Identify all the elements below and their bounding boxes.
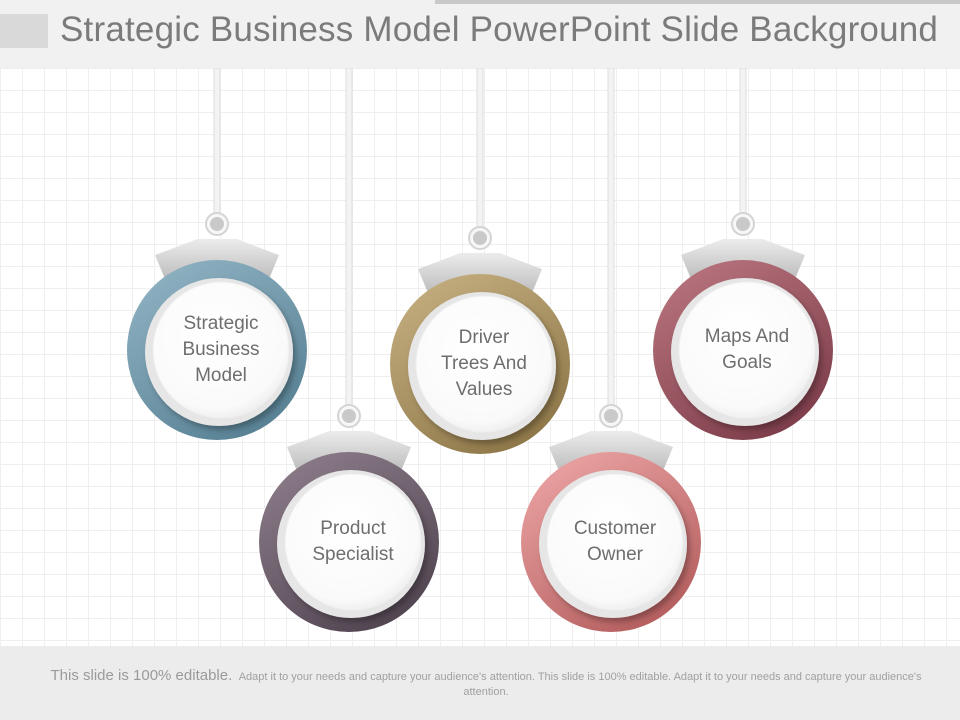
node-label-line: Product [320, 518, 386, 539]
node-label-line: Specialist [312, 544, 394, 565]
hook-ring-center [473, 231, 487, 245]
node-label-line: Model [195, 365, 247, 386]
hook-ring-center [604, 409, 618, 423]
hanging-string [739, 68, 747, 217]
slide-footer: This slide is 100% editable. Adapt it to… [0, 646, 960, 720]
ornament-inner-plate [678, 281, 816, 419]
node-label-line: Business [182, 339, 260, 360]
ornament-inner-plate [284, 473, 422, 611]
ornament-maps-and-goals [653, 68, 833, 440]
footer-lead: This slide is 100% editable. [50, 667, 233, 684]
node-label-line: Driver [458, 327, 510, 348]
node-label-line: Trees And [441, 353, 527, 374]
ornament-customer-owner [521, 68, 701, 632]
footer-body: Adapt it to your needs and capture your … [238, 671, 922, 698]
header-accent-line [435, 0, 960, 4]
hanging-string [345, 68, 353, 409]
hook-ring-center [210, 217, 224, 231]
hanging-string [476, 68, 484, 231]
ornament-inner-plate [415, 295, 553, 433]
node-label-line: Customer [573, 518, 657, 539]
slide-title: Strategic Business Model PowerPoint Slid… [60, 10, 939, 49]
ornament-inner-plate [152, 281, 290, 419]
node-label-line: Values [455, 379, 513, 400]
hanging-string [213, 68, 221, 217]
node-label-line: Strategic [183, 313, 259, 334]
ornament-product-specialist [259, 68, 439, 632]
node-label-line: Maps And [704, 326, 790, 347]
hanging-string [607, 68, 615, 409]
node-label-line: Goals [722, 352, 772, 373]
node-label-line: Owner [587, 544, 643, 565]
hanging-ornaments-diagram [127, 68, 833, 632]
ornament-strategic-business-model [127, 68, 307, 440]
hook-ring-center [736, 217, 750, 231]
hook-ring-center [342, 409, 356, 423]
ornament-driver-trees-and-values [390, 68, 570, 454]
footer-text: This slide is 100% editable. Adapt it to… [36, 668, 936, 700]
header-accent-tab [0, 14, 48, 48]
ornament-inner-plate [546, 473, 684, 611]
slide-header: Strategic Business Model PowerPoint Slid… [0, 0, 960, 68]
